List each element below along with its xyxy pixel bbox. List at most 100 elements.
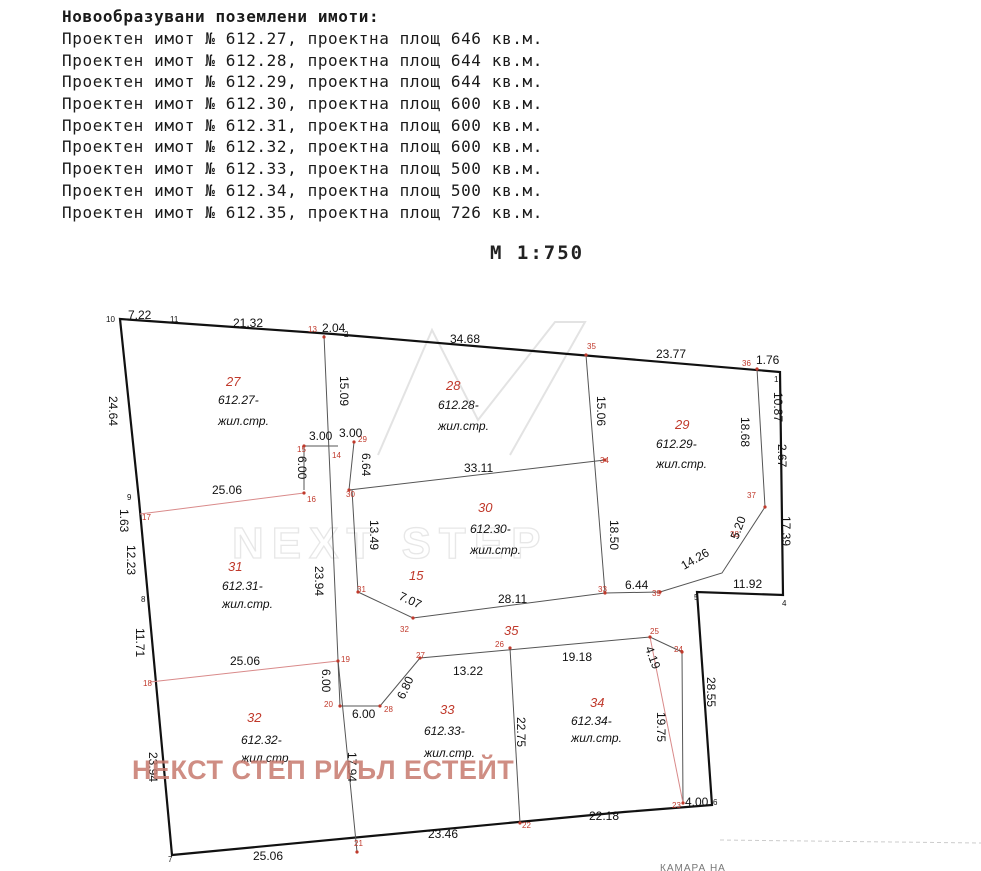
point-number-31: 31 [357,585,366,594]
dimension-label: 4.19 [642,644,663,671]
dimension-label: 19.75 [654,712,668,742]
point-number-29: 29 [358,435,367,444]
plot-boundary [118,317,785,857]
point-number-32: 32 [400,625,409,634]
dimension-label: 19.18 [562,650,592,664]
lot-31: 31 612.31- жил.стр. [221,559,273,611]
lot-29: 29 612.29- жил.стр. [655,417,707,471]
dimension-label: 28.55 [704,677,718,707]
dimension-label: 24.64 [106,396,120,426]
dimension-label: 6.00 [352,707,376,721]
point-number-16: 16 [307,495,316,504]
dimension-label: 7.22 [128,308,152,322]
lot-number: 35 [504,623,519,638]
dimension-label: 17.39 [779,516,793,546]
lot-number: 28 [445,378,461,393]
lot-use: жил.стр. [469,543,521,557]
scale-label: М 1:750 [490,242,585,264]
lot-id: 612.29- [656,437,697,451]
dimension-label: 18.68 [738,417,752,447]
dimension-label: 11.71 [133,628,147,657]
point-number-38: 38 [730,530,739,539]
point-number-18: 18 [143,679,152,688]
point-number-7: 7 [168,855,173,864]
dimension-label: 33.11 [464,461,493,475]
dimension-labels: 7.22 21.32 2.04 34.68 23.77 1.76 10.87 2… [106,308,793,863]
lot-number: 34 [590,695,604,710]
dimension-label: 2.67 [775,444,789,468]
lot-id: 612.32- [241,733,282,747]
point-number-34: 34 [600,456,609,465]
dimension-label: 14.26 [679,545,712,572]
point-number-24: 24 [674,645,683,654]
point-number-15: 15 [297,445,306,454]
point-number-19: 19 [341,655,350,664]
lot-use: жил.стр. [217,414,269,428]
lot-30: 30 612.30- жил.стр. [469,500,521,557]
dimension-label: 23.46 [428,827,458,841]
watermark-logo: NEXT STEP [231,321,587,569]
point-number-30: 30 [346,490,355,499]
point-number-27: 27 [416,651,425,660]
lot-line-2: Проектен имот № 612.28, проектна площ 64… [62,50,543,70]
watermark-brand: NEXT STEP [232,519,549,568]
lot-28: 28 612.28- жил.стр. [437,378,489,433]
dimension-label: 6.64 [359,453,373,477]
stamp-divider [719,839,981,844]
dimension-label: 10.87 [771,392,785,422]
point-number-20: 20 [324,700,333,709]
dimension-label: 1.63 [117,509,131,533]
dimension-label: 1.76 [756,353,780,367]
point-number-11: 11 [170,315,179,324]
lot-35: 35 [504,623,519,638]
lot-use: жил.стр. [423,746,475,760]
point-number-13: 13 [308,325,317,334]
point-number-26: 26 [495,640,504,649]
corner-stamp-text: КАМАРА НА [660,863,726,871]
dimension-label: 23.94 [312,566,326,596]
dimension-label: 7.07 [397,589,424,612]
point-number-22: 22 [522,821,531,830]
point-number-8: 8 [141,595,146,604]
lot-line-8: Проектен имот № 612.34, проектна площ 50… [62,180,543,200]
lot-number: 32 [247,710,262,725]
dimension-label: 15.06 [594,396,608,426]
point-number-37: 37 [747,491,756,500]
lot-32: 32 612.32- жил.стр. [240,710,292,765]
dimension-label: 23.77 [656,347,686,361]
lot-use: жил.стр. [437,419,489,433]
lot-34: 34 612.34- жил.стр. [570,695,622,745]
point-number-36: 36 [742,359,751,368]
dimension-label: 6.80 [394,674,417,701]
lot-id: 612.27- [218,393,259,407]
dimension-label: 18.50 [607,520,621,550]
lot-use: жил.стр. [221,597,273,611]
lot-use: жил.стр. [570,731,622,745]
lot-use: жил.стр. [240,751,292,765]
point-number-39: 39 [652,589,661,598]
point-number-33: 33 [598,585,607,594]
agency-overlay-text: НЕКСТ СТЕП РИЪЛ ЕСТЕЙТ [132,754,514,785]
point-number-28: 28 [384,705,393,714]
header-block: Новообразувани поземлени имоти: Проектен… [62,6,662,223]
lot-number: 30 [478,500,493,515]
lot-use: жил.стр. [655,457,707,471]
lot-id: 612.34- [571,714,612,728]
dimension-label: 6.44 [625,578,649,592]
point-number-25: 25 [650,627,659,636]
dimension-label: 2.04 [322,321,346,335]
point-numbers: 1 2 4 5 6 7 8 9 10 11 13 14 15 16 17 18 … [106,315,787,864]
dimension-label: 28.11 [498,592,527,606]
dimension-label: 25.06 [212,483,242,497]
dimension-label: 23.94 [146,752,160,782]
lot-line-7: Проектен имот № 612.33, проектна площ 50… [62,159,543,179]
lot-id: 612.30- [470,522,511,536]
point-number-9: 9 [127,493,132,502]
dimension-label: 34.68 [450,332,480,346]
point-number-14: 14 [332,451,341,460]
lot-number: 31 [228,559,242,574]
lot-number: 29 [674,417,689,432]
lot-line-6: Проектен имот № 612.32, проектна площ 60… [62,137,543,157]
dimension-label: 4.00 [685,795,709,809]
